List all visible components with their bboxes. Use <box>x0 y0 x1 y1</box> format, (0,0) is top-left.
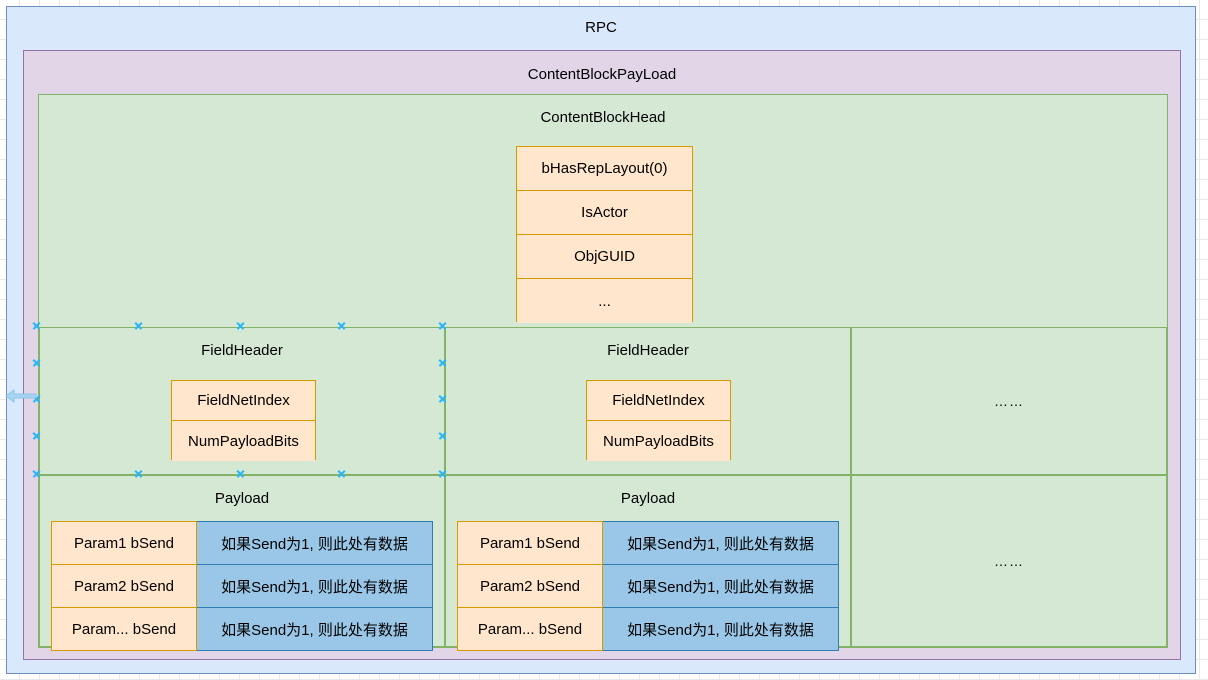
field-numpayloadbits-1[interactable]: NumPayloadBits <box>172 421 315 461</box>
payload-param-name-2-3[interactable]: Param... bSend <box>457 607 603 651</box>
payload-label-1: Payload <box>214 490 270 507</box>
content-block-body[interactable]: ContentBlockHead bHasRepLayout(0) IsActo… <box>38 94 1168 651</box>
content-block-head-field-stack[interactable]: bHasRepLayout(0) IsActor ObjGUID ... <box>516 146 693 323</box>
payload-param-name-1-1[interactable]: Param1 bSend <box>51 521 197 565</box>
field-header-stack-1[interactable]: FieldNetIndex NumPayloadBits <box>171 380 316 461</box>
table-row[interactable]: Param... bSend 如果Send为1, 则此处有数据 <box>51 607 433 651</box>
payload-label-2: Payload <box>620 490 676 507</box>
payload-cell-2[interactable]: Payload Param1 bSend 如果Send为1, 则此处有数据 Pa… <box>445 475 851 651</box>
payload-param-value-2-1[interactable]: 如果Send为1, 则此处有数据 <box>602 521 839 565</box>
payload-cell-more[interactable]: …… <box>851 475 1167 647</box>
table-row[interactable]: Param2 bSend 如果Send为1, 则此处有数据 <box>51 564 433 608</box>
payload-param-name-2-1[interactable]: Param1 bSend <box>457 521 603 565</box>
payload-param-name-1-3[interactable]: Param... bSend <box>51 607 197 651</box>
content-block-head-label: ContentBlockHead <box>540 109 666 126</box>
field-header-stack-2[interactable]: FieldNetIndex NumPayloadBits <box>586 380 731 461</box>
field-netindex-1[interactable]: FieldNetIndex <box>172 381 315 421</box>
field-netindex-2[interactable]: FieldNetIndex <box>587 381 730 421</box>
payload-table-2[interactable]: Param1 bSend 如果Send为1, 则此处有数据 Param2 bSe… <box>457 521 839 651</box>
payload-param-value-1-2[interactable]: 如果Send为1, 则此处有数据 <box>196 564 433 608</box>
payload-param-value-2-3[interactable]: 如果Send为1, 则此处有数据 <box>602 607 839 651</box>
content-block-payload-container[interactable]: ContentBlockPayLoad ContentBlockHead bHa… <box>23 50 1181 660</box>
content-block-payload-label: ContentBlockPayLoad <box>527 66 677 83</box>
field-numpayloadbits-2[interactable]: NumPayloadBits <box>587 421 730 461</box>
payload-param-value-2-2[interactable]: 如果Send为1, 则此处有数据 <box>602 564 839 608</box>
field-objguid[interactable]: ObjGUID <box>517 235 692 279</box>
table-row[interactable]: Param... bSend 如果Send为1, 则此处有数据 <box>457 607 839 651</box>
field-header-cell-more[interactable]: …… <box>851 327 1167 475</box>
field-bhasreplayout[interactable]: bHasRepLayout(0) <box>517 147 692 191</box>
payload-cell-1[interactable]: Payload Param1 bSend 如果Send为1, 则此处有数据 Pa… <box>39 475 445 651</box>
rpc-label: RPC <box>585 19 617 36</box>
table-row[interactable]: Param1 bSend 如果Send为1, 则此处有数据 <box>457 521 839 565</box>
field-more[interactable]: ... <box>517 279 692 323</box>
payload-param-name-1-2[interactable]: Param2 bSend <box>51 564 197 608</box>
rpc-container[interactable]: RPC ContentBlockPayLoad ContentBlockHead… <box>6 6 1196 674</box>
field-header-cell-1[interactable]: FieldHeader FieldNetIndex NumPayloadBits <box>39 327 445 475</box>
field-header-label-2: FieldHeader <box>607 342 689 359</box>
payload-param-name-2-2[interactable]: Param2 bSend <box>457 564 603 608</box>
table-row[interactable]: Param1 bSend 如果Send为1, 则此处有数据 <box>51 521 433 565</box>
field-header-label-1: FieldHeader <box>201 342 283 359</box>
table-row[interactable]: Param2 bSend 如果Send为1, 则此处有数据 <box>457 564 839 608</box>
field-isactor[interactable]: IsActor <box>517 191 692 235</box>
payload-ellipsis: …… <box>994 553 1024 569</box>
payload-table-1[interactable]: Param1 bSend 如果Send为1, 则此处有数据 Param2 bSe… <box>51 521 433 651</box>
payload-param-value-1-3[interactable]: 如果Send为1, 则此处有数据 <box>196 607 433 651</box>
field-header-cell-2[interactable]: FieldHeader FieldNetIndex NumPayloadBits <box>445 327 851 475</box>
content-block-head-row[interactable]: ContentBlockHead bHasRepLayout(0) IsActo… <box>39 95 1167 327</box>
field-header-ellipsis: …… <box>994 393 1024 409</box>
payload-param-value-1-1[interactable]: 如果Send为1, 则此处有数据 <box>196 521 433 565</box>
